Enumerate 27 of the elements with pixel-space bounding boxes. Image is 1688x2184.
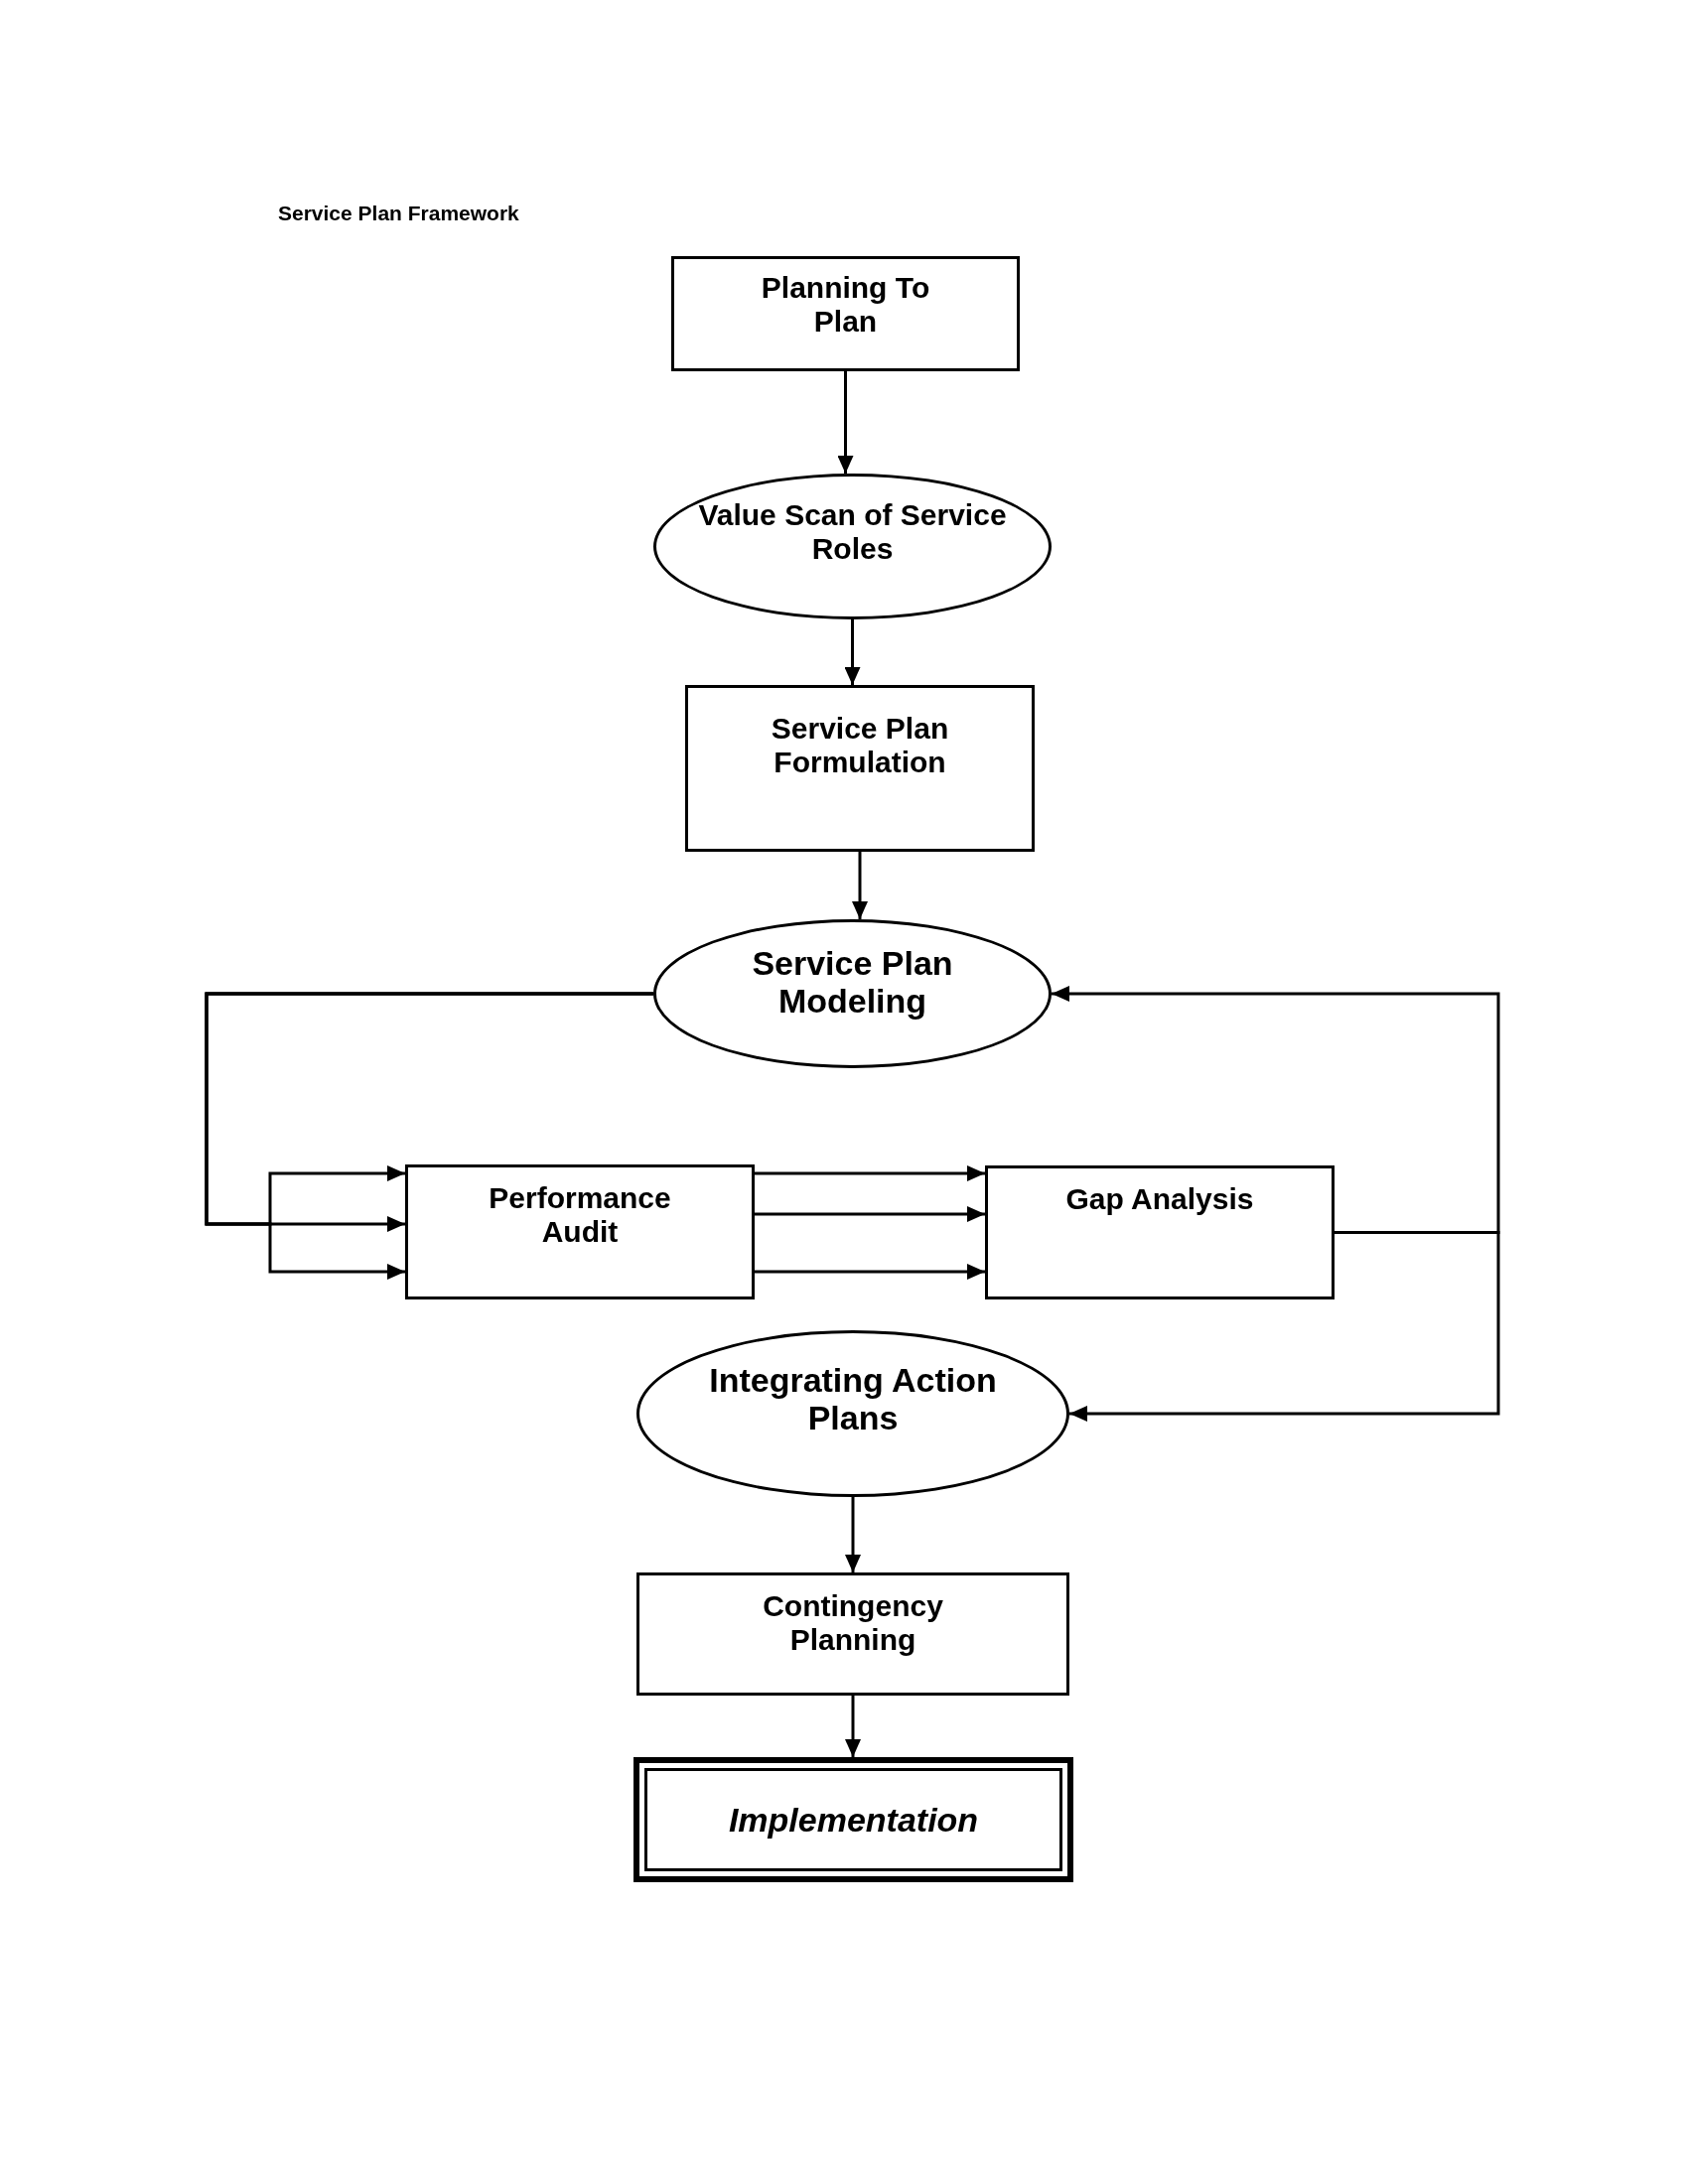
arrow — [205, 992, 653, 1280]
node-label: Service Plan Modeling — [751, 944, 954, 1021]
process-box — [405, 1164, 755, 1299]
arrow — [845, 1696, 861, 1757]
node-label: Contingency Planning — [762, 1589, 944, 1657]
node-label: Planning To Plan — [760, 271, 931, 339]
node-label: Value Scan of Service Roles — [697, 498, 1008, 566]
arrow — [1052, 986, 1500, 1234]
arrow — [755, 1206, 985, 1222]
arrow — [852, 852, 868, 919]
final-step-box — [633, 1757, 1073, 1882]
diagram-title: Service Plan Framework — [278, 202, 519, 225]
arrow — [845, 1497, 861, 1572]
process-box — [671, 256, 1020, 371]
node-label: Integrating Action Plans — [708, 1361, 998, 1437]
node-label: Performance Audit — [488, 1181, 672, 1249]
node-label: Implementation — [728, 1800, 979, 1840]
process-box — [685, 685, 1035, 852]
node-label: Service Plan Formulation — [770, 712, 950, 779]
arrow — [755, 1165, 985, 1181]
process-box — [985, 1165, 1335, 1299]
node-label: Gap Analysis — [1065, 1182, 1254, 1216]
arrow — [1069, 1231, 1500, 1422]
arrow — [837, 371, 854, 474]
arrow — [755, 1264, 985, 1280]
process-box — [636, 1572, 1069, 1696]
arrow — [844, 619, 861, 685]
